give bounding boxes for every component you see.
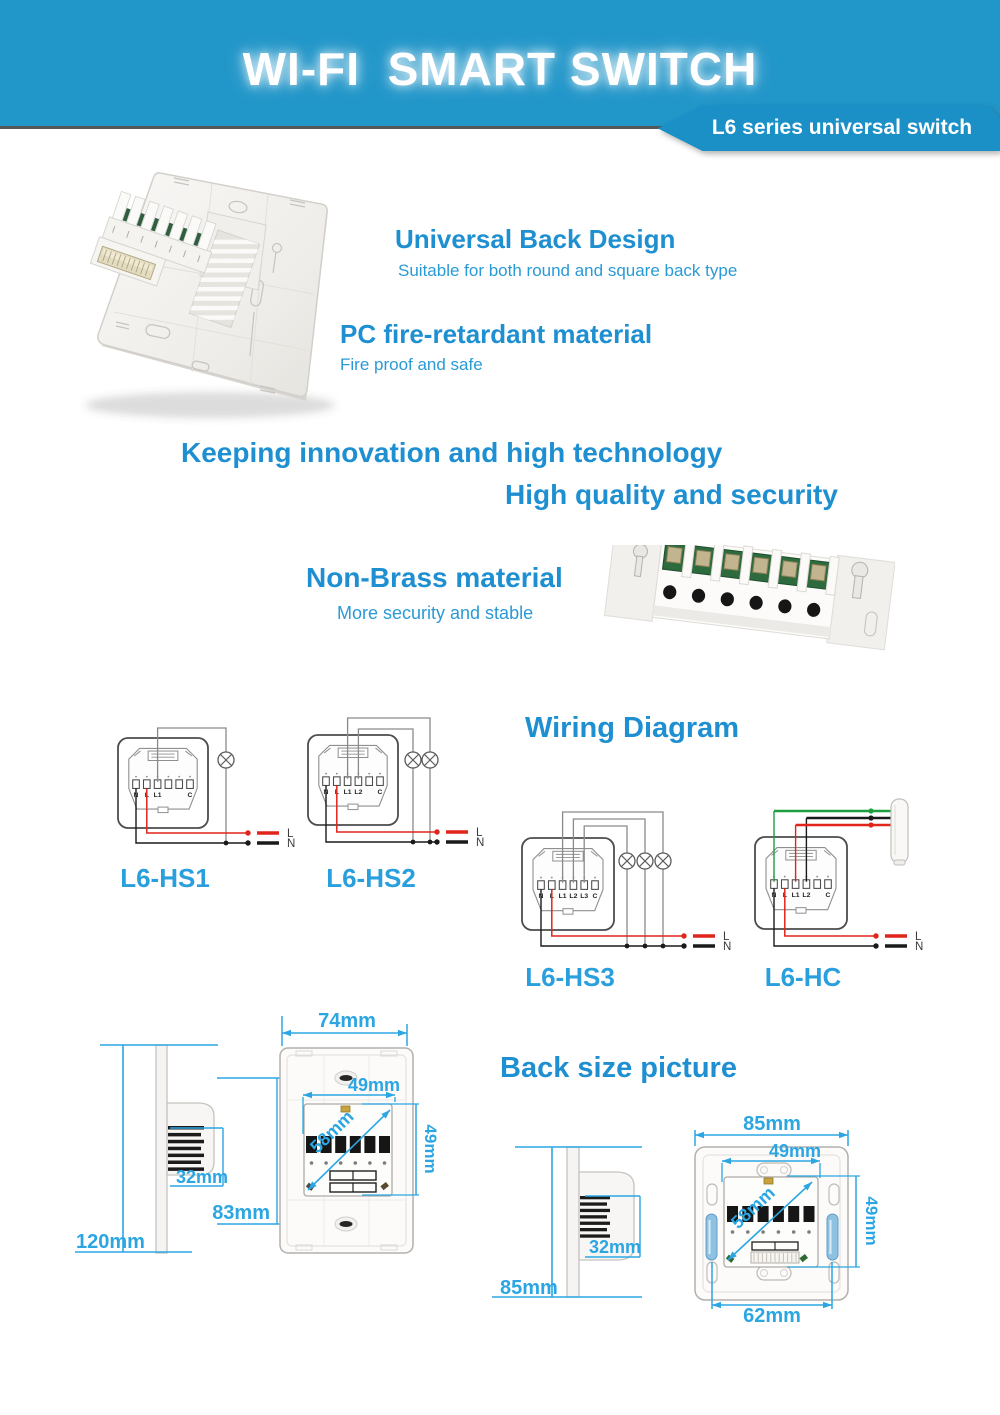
product-photo-back-angled <box>85 172 335 418</box>
neutral-line-label: N <box>915 941 923 953</box>
banner-divider <box>0 126 1000 129</box>
diagram-label-hc: L6-HC <box>765 962 842 992</box>
dim-eu-depth: 32mm <box>589 1237 641 1257</box>
wire-holes <box>663 585 821 617</box>
dim-us-inner-width: 49mm <box>348 1075 400 1095</box>
dim-eu-screw-span: 62mm <box>743 1305 801 1327</box>
neutral-line-label: N <box>476 837 484 849</box>
feature-quality-heading: High quality and security <box>505 479 838 510</box>
series-badge: L6 series universal switch <box>658 104 1000 151</box>
dim-us-screw-span: 83mm <box>212 1202 270 1224</box>
terminal-label: C <box>188 792 193 799</box>
diagram-label-hs2: L6-HS2 <box>326 863 416 893</box>
dim-us-height: 120mm <box>76 1231 145 1253</box>
feature-innovation-heading: Keeping innovation and high technology <box>181 437 723 468</box>
green-terminals <box>661 545 840 596</box>
live-line-label: L <box>476 827 483 839</box>
terminal-label: L2 <box>569 893 577 900</box>
terminal-label: C <box>826 892 831 899</box>
terminal-label: C <box>593 893 598 900</box>
terminal-block <box>89 190 217 287</box>
neutral-line-label: N <box>287 838 295 850</box>
diagram-label-hs1: L6-HS1 <box>120 863 210 893</box>
terminal-label: L1 <box>154 792 162 799</box>
curtain-motor <box>890 798 909 864</box>
diagram-label-hs3: L6-HS3 <box>525 962 615 992</box>
terminal-label: L2 <box>802 892 810 899</box>
dim-eu-inner-width: 49mm <box>769 1141 821 1161</box>
live-line-label: L <box>723 931 730 943</box>
terminal-label: L2 <box>354 789 362 796</box>
series-badge-label: L6 series universal switch <box>711 115 973 139</box>
live-line-label: L <box>287 828 294 840</box>
feature-pc-sub: Fire proof and safe <box>340 355 483 374</box>
terminal-label: L1 <box>792 892 800 899</box>
dim-eu-width: 85mm <box>743 1113 801 1135</box>
vent-slats <box>188 229 261 329</box>
live-line-label: L <box>915 931 922 943</box>
series-badge-shape: L6 series universal switch <box>658 104 1000 151</box>
plate-mount-details <box>115 177 306 394</box>
terminal-label: L1 <box>344 789 352 796</box>
closeup-group <box>603 545 895 651</box>
terminal-label: C <box>378 789 383 796</box>
feature-universal-heading: Universal Back Design <box>395 224 676 254</box>
terminal-label: L3 <box>580 893 588 900</box>
product-photo-terminals-closeup <box>603 545 895 651</box>
feature-brass-heading: Non-Brass material <box>306 562 563 593</box>
feature-pc-heading: PC fire-retardant material <box>340 319 653 349</box>
dim-us-depth: 32mm <box>176 1167 228 1187</box>
neutral-line-label: N <box>723 941 731 953</box>
dim-eu-inner-height: 49mm <box>862 1196 881 1245</box>
page-title: WI-FI SMART SWITCH <box>242 43 758 95</box>
back-size-title: Back size picture <box>500 1052 737 1084</box>
dim-us-inner-height: 49mm <box>421 1124 440 1173</box>
dim-eu-height: 85mm <box>500 1277 558 1299</box>
photo-shadow <box>85 392 335 418</box>
wiring-diagram-title: Wiring Diagram <box>525 712 740 744</box>
feature-brass-sub: More security and stable <box>337 603 534 623</box>
feature-universal-sub: Suitable for both round and square back … <box>398 261 738 280</box>
terminal-label: L1 <box>559 893 567 900</box>
dim-us-width: 74mm <box>318 1010 376 1032</box>
